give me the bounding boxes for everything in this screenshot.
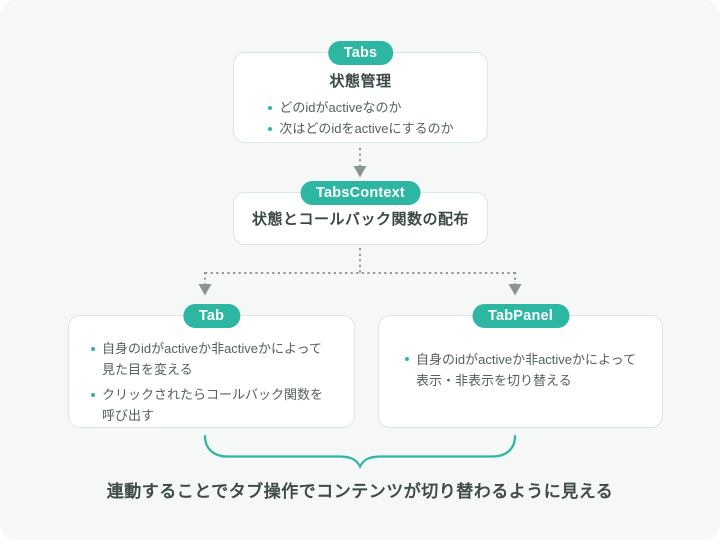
tabs-node: Tabs 状態管理 どのidがactiveなのか 次はどのidをactiveにす… bbox=[233, 41, 488, 143]
bullet-item: 次はどのidをactiveにするのか bbox=[267, 118, 454, 139]
bullet-item: どのidがactiveなのか bbox=[267, 97, 453, 118]
tabs-context-node-pill: TabsContext bbox=[300, 181, 421, 205]
tabs-node-bullets: どのidがactiveなのか 次はどのidをactiveにするのか bbox=[234, 97, 487, 139]
arrowhead-icon bbox=[508, 284, 522, 296]
arrowhead-icon bbox=[198, 284, 212, 296]
caption-text: 連動することでタブ操作でコンテンツが切り替わるように見える bbox=[106, 482, 614, 501]
tabs-context-node-heading: 状態とコールバック関数の配布 bbox=[251, 211, 469, 228]
tab-panel-node-bullets: 自身のidがactiveか非activeかによって 表示・非表示を切り替える bbox=[404, 349, 636, 395]
bullet-item: クリックされたらコールバック関数を 呼び出す bbox=[90, 384, 342, 426]
tabs-node-heading: 状態管理 bbox=[329, 73, 392, 90]
bullet-item: 自身のidがactiveか非activeかによって 見た目を変える bbox=[90, 338, 342, 380]
tab-node-bullets: 自身のidがactiveか非activeかによって 見た目を変える クリックされ… bbox=[90, 338, 342, 426]
tab-node-pill: Tab bbox=[182, 304, 241, 328]
curly-brace bbox=[203, 434, 517, 469]
tab-panel-node: TabPanel 自身のidがactiveか非activeかによって 表示・非表… bbox=[378, 304, 663, 428]
tabs-node-pill: Tabs bbox=[327, 41, 394, 65]
tab-node: Tab 自身のidがactiveか非activeかによって 見た目を変える クリ… bbox=[68, 304, 355, 428]
arrowhead-icon bbox=[353, 166, 367, 178]
tabs-context-node: TabsContext 状態とコールバック関数の配布 bbox=[233, 181, 488, 245]
bullet-item: 自身のidがactiveか非activeかによって 表示・非表示を切り替える bbox=[404, 349, 636, 391]
tab-panel-node-pill: TabPanel bbox=[472, 304, 569, 328]
